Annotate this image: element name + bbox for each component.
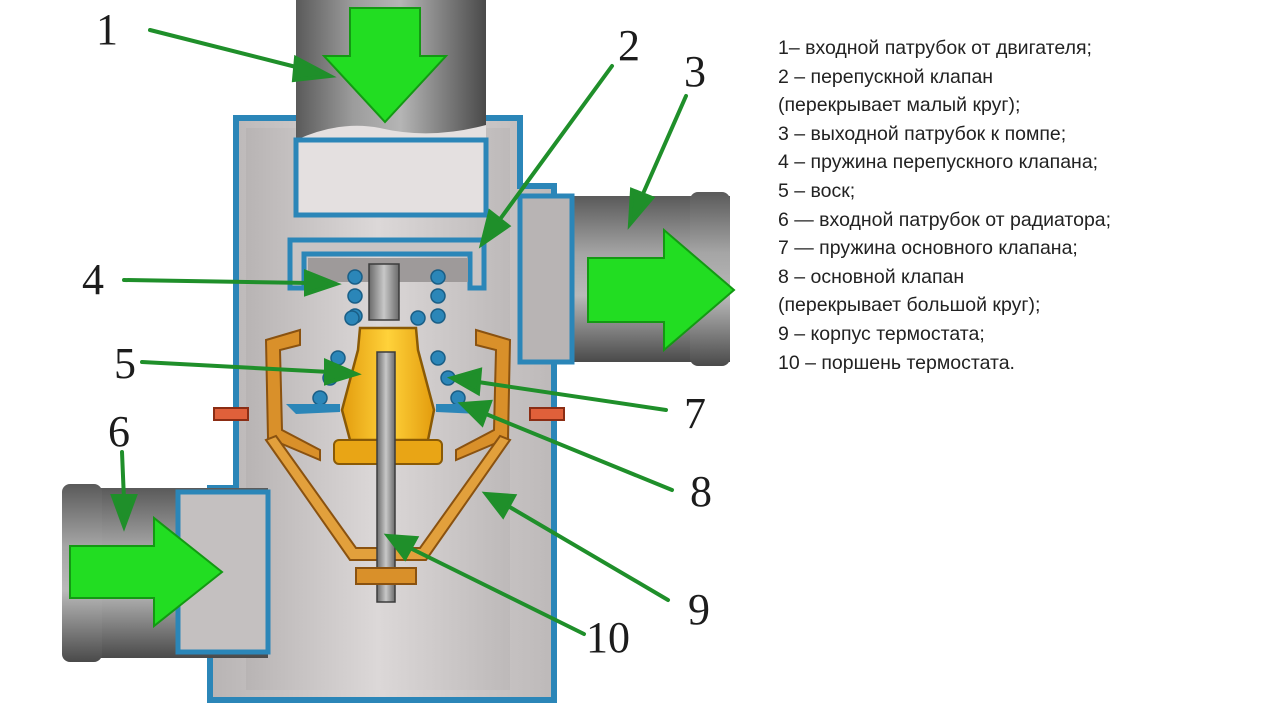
- flow-arrow-right-outlet: [587, 227, 736, 353]
- callout-7: 7: [684, 389, 706, 438]
- callout-8: 8: [690, 467, 712, 516]
- legend-item: 5 – воск;: [778, 179, 856, 202]
- legend-item: 6 — входной патрубок от радиатора;: [778, 208, 1112, 231]
- callout-3: 3: [684, 47, 706, 96]
- flow-arrow-down: [321, 7, 449, 124]
- legend-item: 3 – выходной патрубок к помпе;: [778, 122, 1067, 145]
- callout-arrows: [110, 28, 688, 636]
- flow-arrow-right-inlet: [69, 515, 224, 629]
- legend-item: 8 – основной клапан: [778, 265, 965, 288]
- callout-4: 4: [82, 255, 104, 304]
- legend-item: (перекрывает большой круг);: [778, 294, 1041, 317]
- callout-numbers: 1 2 3 4 5 6 7 8 9 10: [82, 5, 712, 662]
- legend-item: 10 – поршень термостата.: [778, 351, 1015, 374]
- legend-item: 1– входной патрубок от двигателя;: [778, 37, 1092, 59]
- callout-9: 9: [688, 585, 710, 634]
- callout-6: 6: [108, 407, 130, 456]
- flow-arrows: [69, 7, 736, 629]
- callout-1: 1: [96, 5, 118, 54]
- legend-item: 9 – корпус термостата;: [778, 322, 985, 345]
- legend-item: (перекрывает малый круг);: [778, 94, 1021, 117]
- gaskets: [213, 407, 565, 421]
- callout-2: 2: [618, 21, 640, 70]
- main-valve-assembly: [264, 328, 512, 561]
- legend-item: 2 – перепускной клапан: [778, 65, 994, 88]
- legend-item: 4 – пружина перепускного клапана;: [778, 151, 1099, 174]
- callout-5: 5: [114, 339, 136, 388]
- legend: 1– входной патрубок от двигателя; 2 – пе…: [778, 34, 1258, 377]
- legend-item: 7 — пружина основного клапана;: [778, 237, 1078, 260]
- callout-10: 10: [586, 613, 630, 662]
